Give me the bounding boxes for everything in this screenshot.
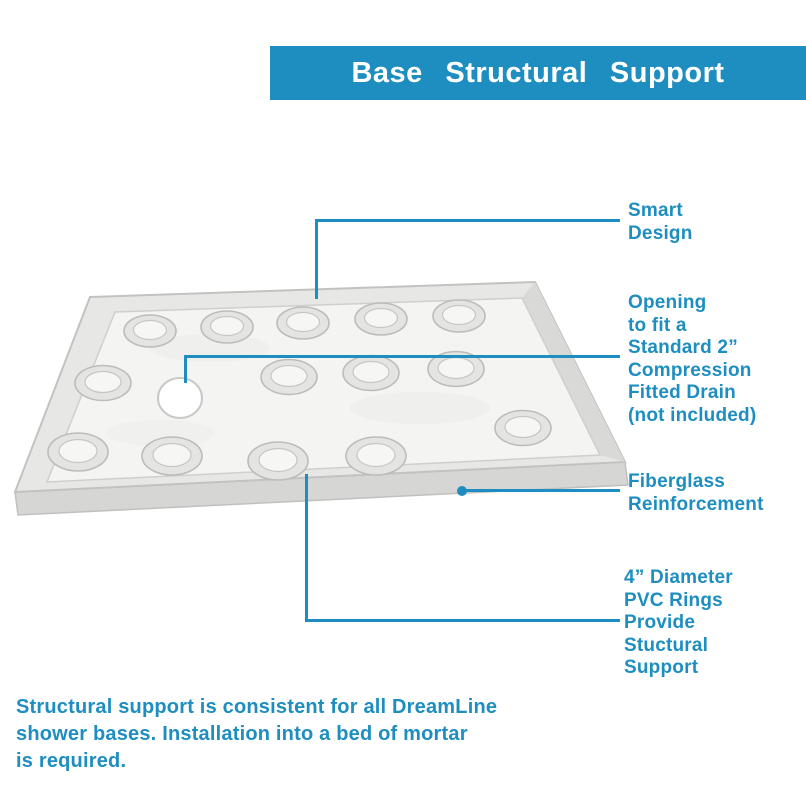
page-title: Base Structural Support (351, 56, 725, 89)
shower-base-illustration (13, 280, 629, 516)
pvc-ring (345, 436, 407, 476)
caption-line: Structural support is consistent for all… (16, 696, 498, 718)
caption-line: shower bases. Installation into a bed of… (16, 723, 468, 745)
bottom-caption: Structural support is consistent for all… (16, 694, 497, 775)
pvc-ring (200, 310, 254, 344)
title-banner: Base Structural Support (270, 46, 806, 100)
caption-line: is required. (16, 750, 127, 772)
pvc-ring (354, 302, 408, 336)
callout-text: Stuctural (624, 634, 709, 656)
callout-text: Design (628, 222, 693, 244)
pvc-ring (123, 314, 177, 348)
callout-text: Reinforcement (628, 493, 764, 515)
callout-text: Compression (628, 359, 752, 381)
floor-texture (350, 392, 490, 424)
callout-text: Fiberglass (628, 471, 726, 492)
callout-smart-design: Smart Design (628, 200, 693, 245)
pvc-ring (494, 409, 552, 447)
pvc-ring (276, 306, 330, 340)
pvc-ring (74, 364, 132, 402)
pvc-ring (47, 432, 109, 472)
callout-text: Standard 2” (628, 337, 738, 358)
drain-opening (157, 377, 203, 419)
smart-design-line-h (315, 219, 620, 222)
drain-line-h (184, 355, 620, 358)
drain-line-v (184, 355, 187, 383)
pvc-ring (260, 358, 318, 396)
callout-text: Opening (628, 292, 707, 313)
callout-text: 4” Diameter (624, 567, 733, 588)
callout-fiberglass: Fiberglass Reinforcement (628, 471, 764, 516)
callout-text: PVC Rings (624, 589, 723, 611)
pvc-line-h (305, 619, 620, 622)
callout-pvc-rings: 4” Diameter PVC Rings Provide Stuctural … (624, 567, 733, 680)
pvc-ring (141, 436, 203, 476)
callout-text: Smart (628, 200, 683, 221)
pvc-ring (427, 350, 485, 388)
tray-rim-right-shade (522, 282, 625, 462)
callout-text: (not included) (628, 404, 757, 426)
callout-text: to fit a (628, 314, 687, 336)
fiberglass-dot (457, 486, 467, 496)
pvc-ring (342, 354, 400, 392)
fiberglass-line-h (463, 489, 620, 492)
pvc-ring (432, 299, 486, 333)
pvc-line-v (305, 474, 308, 622)
callout-drain-opening: Opening to fit a Standard 2” Compression… (628, 292, 756, 427)
callout-text: Support (624, 657, 699, 678)
smart-design-line-v (315, 219, 318, 299)
callout-text: Fitted Drain (628, 382, 736, 403)
callout-text: Provide (624, 612, 696, 633)
pvc-ring (247, 441, 309, 481)
